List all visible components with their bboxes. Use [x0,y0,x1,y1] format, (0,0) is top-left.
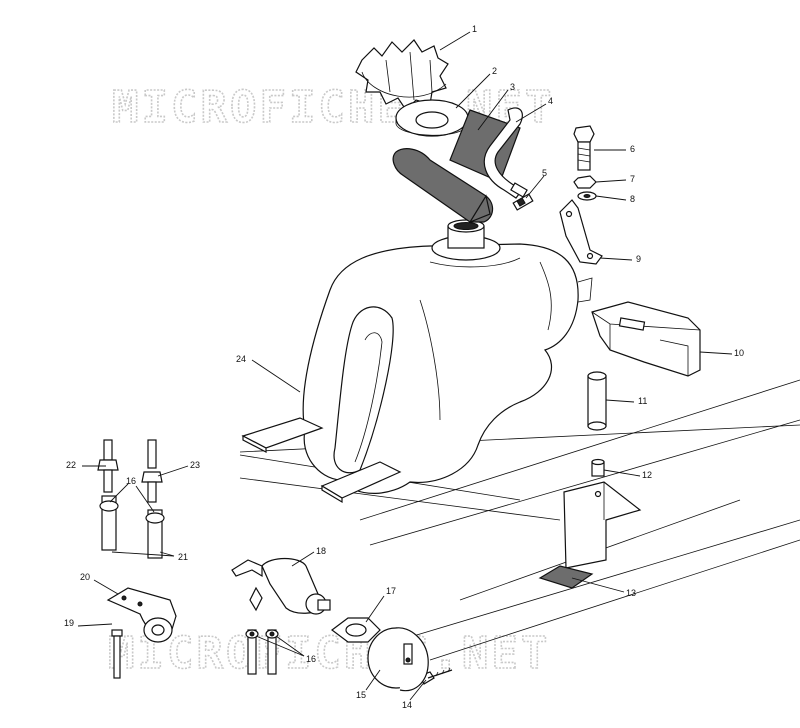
filter-cup [367,627,429,692]
callout-11: 11 [638,396,647,406]
cap-gasket [395,99,469,137]
callout-8: 8 [630,194,635,204]
spacer-tube [587,371,607,431]
callout-19: 19 [64,618,74,628]
callout-7: 7 [630,174,635,184]
fuel-tank [302,243,593,494]
fuel-valve [231,557,331,615]
frame-pad [538,565,594,589]
callout-24: 24 [236,354,246,364]
vent-fitting [512,193,534,211]
vent-hose [483,107,528,199]
left-hoses [99,495,165,559]
callout-16-valve: 16 [306,654,316,664]
fuel-cap [355,39,449,111]
callout-20: 20 [80,572,90,582]
callout-4: 4 [548,96,553,106]
callout-2: 2 [492,66,497,76]
callout-labels: 1 2 3 4 5 6 7 8 9 10 11 12 13 14 15 16 1… [64,24,744,710]
callout-21: 21 [178,552,188,562]
callout-17: 17 [386,586,396,596]
hex-nut [331,617,381,643]
callout-12: 12 [642,470,652,480]
left-fittings [97,439,163,503]
callout-14: 14 [402,700,412,710]
mounting-nut [573,175,597,189]
callout-15: 15 [356,690,366,700]
leader-lines [77,31,733,701]
callout-13: 13 [626,588,636,598]
frame-support [563,481,642,569]
mounting-bolt [573,125,595,171]
callout-16-left: 16 [126,476,136,486]
foam-pads [392,109,521,224]
callout-3: 3 [510,82,515,92]
callout-1: 1 [472,24,477,34]
tank-bracket [559,199,603,265]
watermark-bottom: MICROFICHES.NET [108,628,550,679]
valve-bracket [106,587,177,643]
callout-18: 18 [316,546,326,556]
callout-23: 23 [190,460,200,470]
callout-6: 6 [630,144,635,154]
bushing [591,458,605,477]
valve-hoses [245,629,279,675]
mounting-washer [577,191,597,201]
mounting-block [591,301,701,377]
callout-22: 22 [66,460,76,470]
tank-pads [241,417,402,504]
callout-9: 9 [636,254,641,264]
bracket-bolt [111,629,123,679]
callout-10: 10 [734,348,744,358]
filler-neck [431,219,501,261]
callout-5: 5 [542,168,547,178]
